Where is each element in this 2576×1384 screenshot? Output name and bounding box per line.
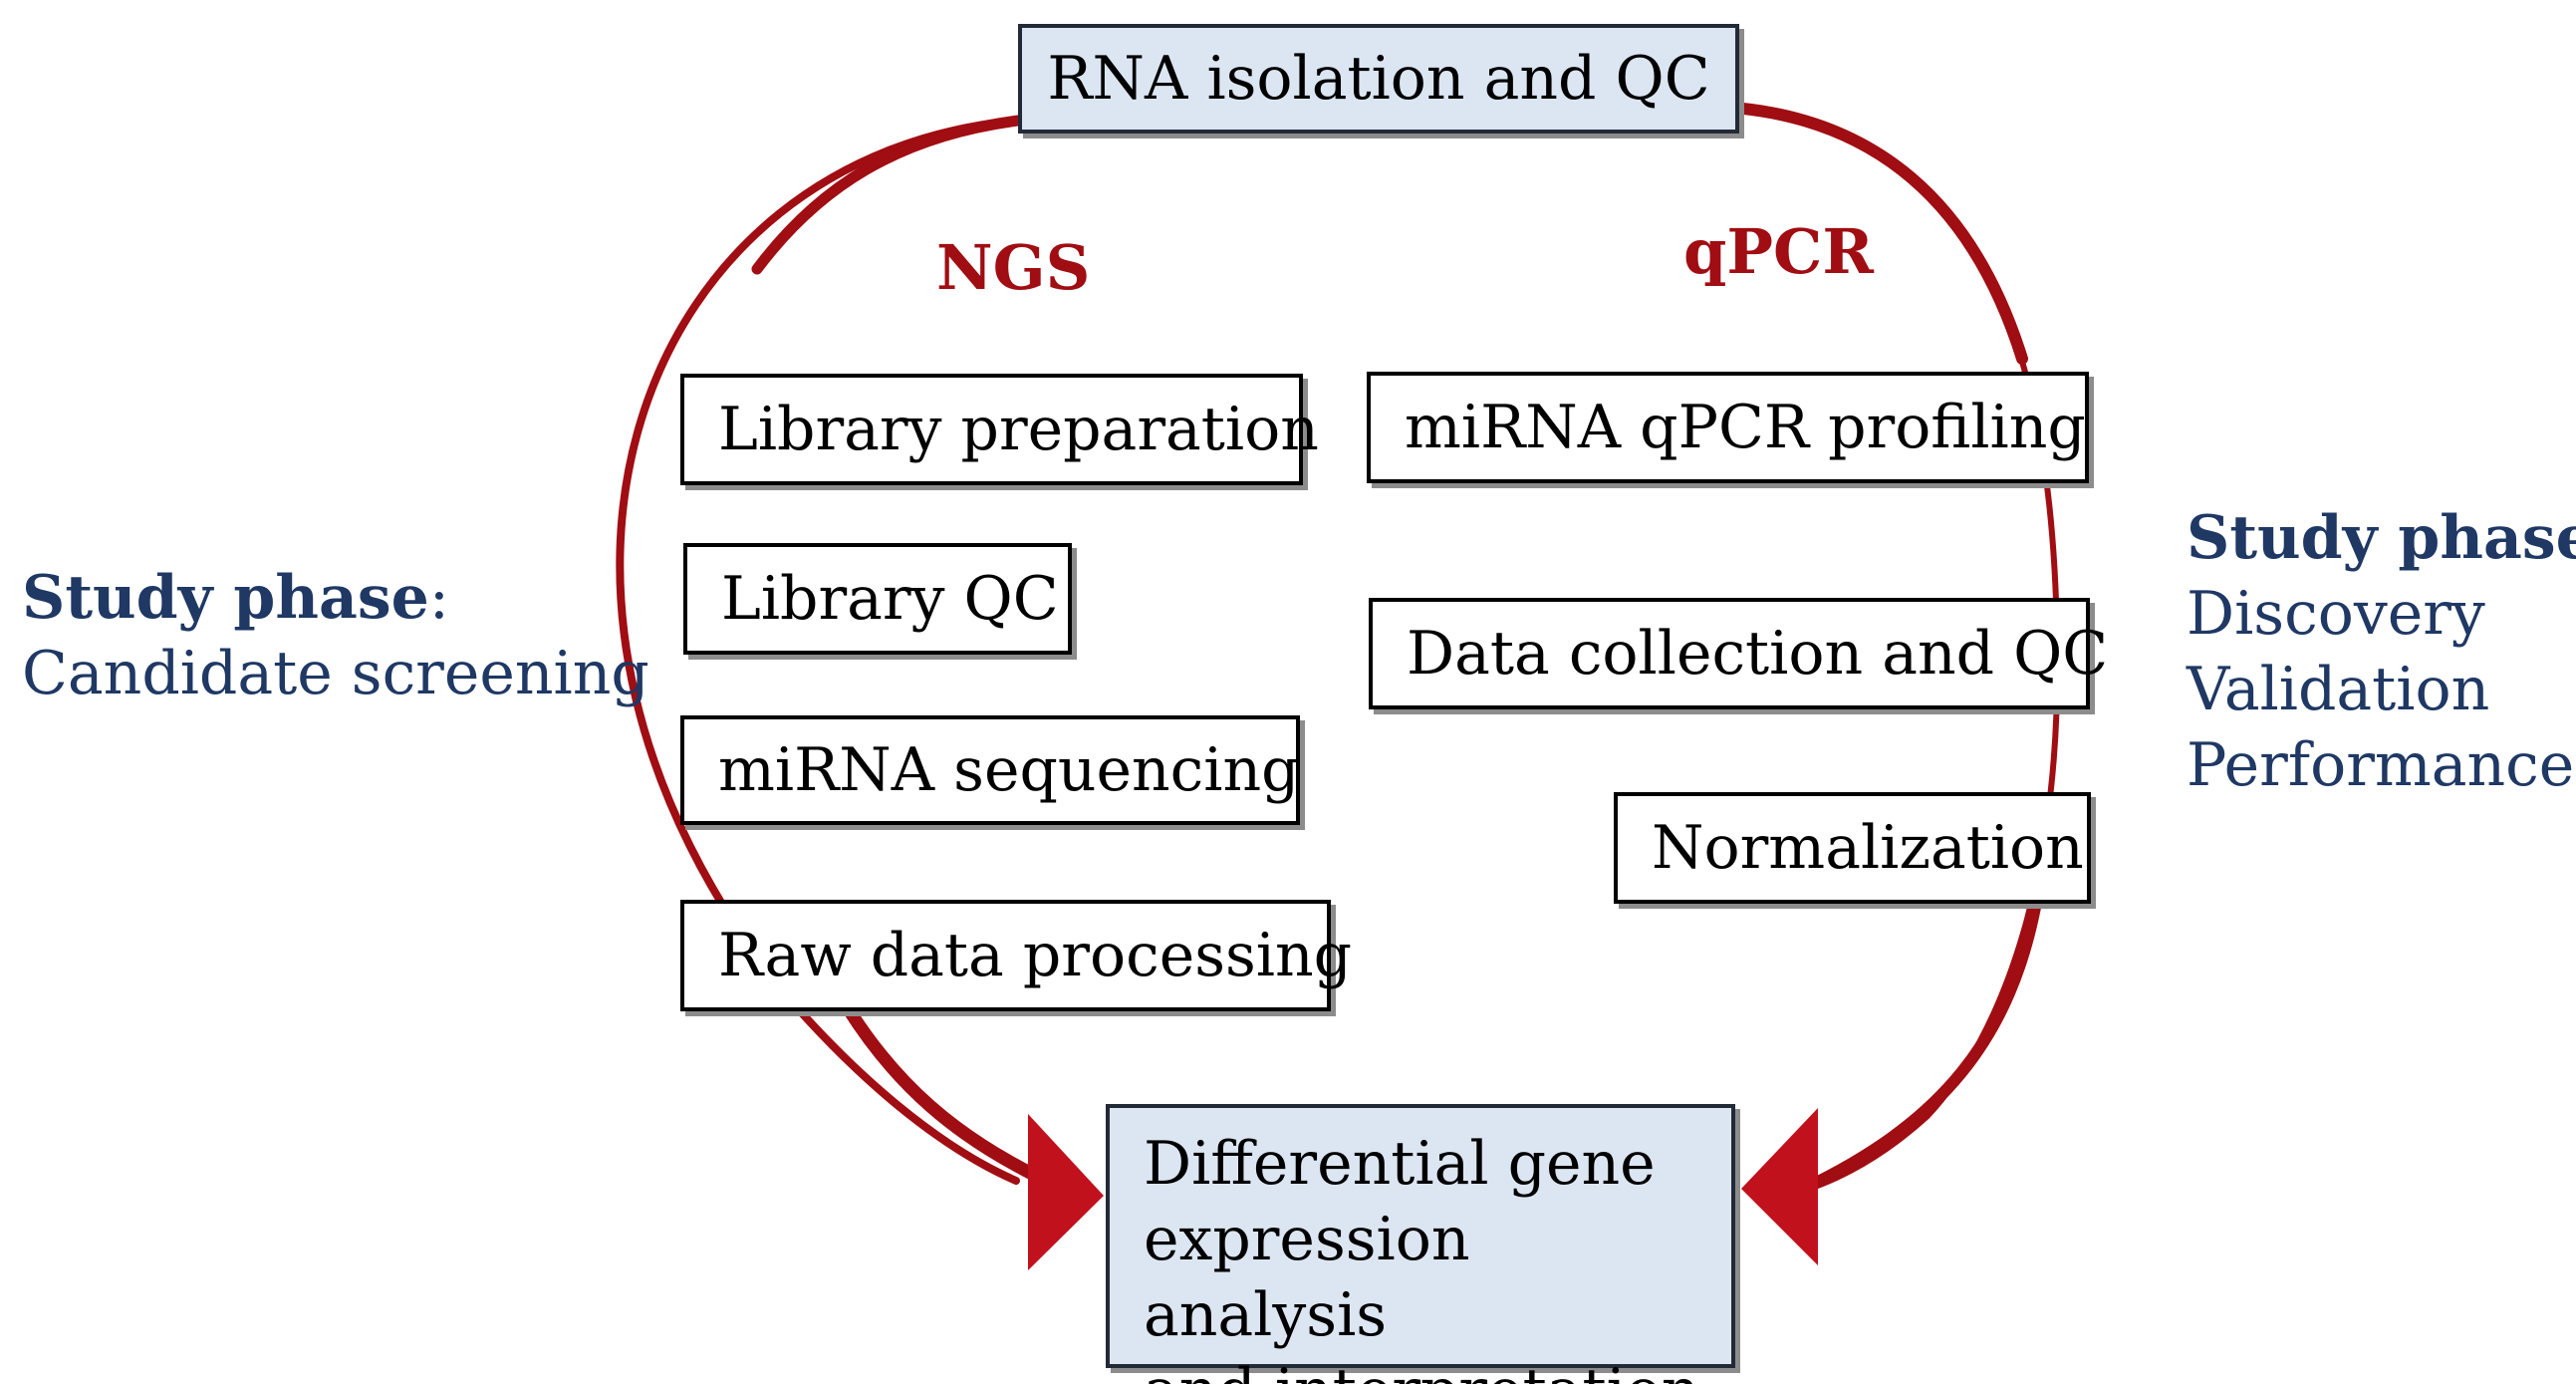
right-study-phase: Study phase: Discovery Validation Perfor… bbox=[2187, 500, 2576, 803]
qpcr-step-label: Normalization bbox=[1652, 813, 2084, 883]
right-study-phase-heading-text: Study phase bbox=[2187, 503, 2576, 573]
ngs-step-label: Library preparation bbox=[718, 395, 1319, 464]
ngs-label: NGS bbox=[936, 231, 1091, 304]
right-study-phase-heading: Study phase: bbox=[2187, 500, 2576, 576]
ngs-step-label: Raw data processing bbox=[718, 921, 1353, 990]
differential-expression-line: and interpretation bbox=[1144, 1353, 1731, 1384]
qpcr-step-data-collection-qc: Data collection and QC bbox=[1369, 598, 2108, 709]
ngs-arc bbox=[616, 116, 1030, 1185]
ngs-arc-upper bbox=[751, 114, 1032, 275]
ngs-step-label: Library QC bbox=[721, 564, 1059, 634]
ngs-arc-lower bbox=[840, 999, 1043, 1183]
ngs-step-library-preparation: Library preparation bbox=[680, 374, 1319, 485]
differential-expression-box: Differential gene expression analysis an… bbox=[1106, 1104, 1735, 1384]
left-study-phase-colon: : bbox=[428, 563, 449, 633]
qpcr-arrowhead bbox=[1741, 1108, 1818, 1265]
left-study-phase-heading: Study phase: bbox=[22, 560, 649, 636]
ngs-step-raw-data-processing: Raw data processing bbox=[680, 900, 1352, 1011]
ngs-step-mirna-sequencing: miRNA sequencing bbox=[680, 715, 1300, 825]
ngs-step-library-qc: Library QC bbox=[683, 543, 1072, 655]
qpcr-arc-upper bbox=[1727, 102, 2028, 365]
ngs-arrowhead bbox=[1028, 1114, 1104, 1270]
qpcr-step-label: miRNA qPCR profiling bbox=[1405, 393, 2086, 462]
left-study-phase-item: Candidate screening bbox=[22, 639, 649, 708]
qpcr-label: qPCR bbox=[1683, 215, 1874, 288]
right-study-phase-item: Performance bbox=[2187, 730, 2575, 800]
right-study-phase-item: Discovery bbox=[2187, 579, 2485, 649]
rna-isolation-label: RNA isolation and QC bbox=[1047, 44, 1710, 114]
qpcr-step-label: Data collection and QC bbox=[1407, 619, 2109, 689]
qpcr-arc-lower bbox=[1787, 891, 2043, 1200]
differential-expression-line: Differential gene bbox=[1144, 1129, 1656, 1199]
differential-expression-line: expression analysis bbox=[1144, 1205, 1470, 1350]
ngs-step-label: miRNA sequencing bbox=[718, 735, 1300, 805]
left-study-phase: Study phase: Candidate screening bbox=[22, 560, 649, 711]
right-study-phase-item: Validation bbox=[2187, 655, 2490, 724]
qpcr-step-normalization: Normalization bbox=[1614, 792, 2091, 904]
rna-isolation-box: RNA isolation and QC bbox=[1018, 24, 1739, 134]
left-study-phase-heading-text: Study phase bbox=[22, 563, 429, 633]
qpcr-step-mirna-qpcr-profiling: miRNA qPCR profiling bbox=[1367, 372, 2089, 483]
